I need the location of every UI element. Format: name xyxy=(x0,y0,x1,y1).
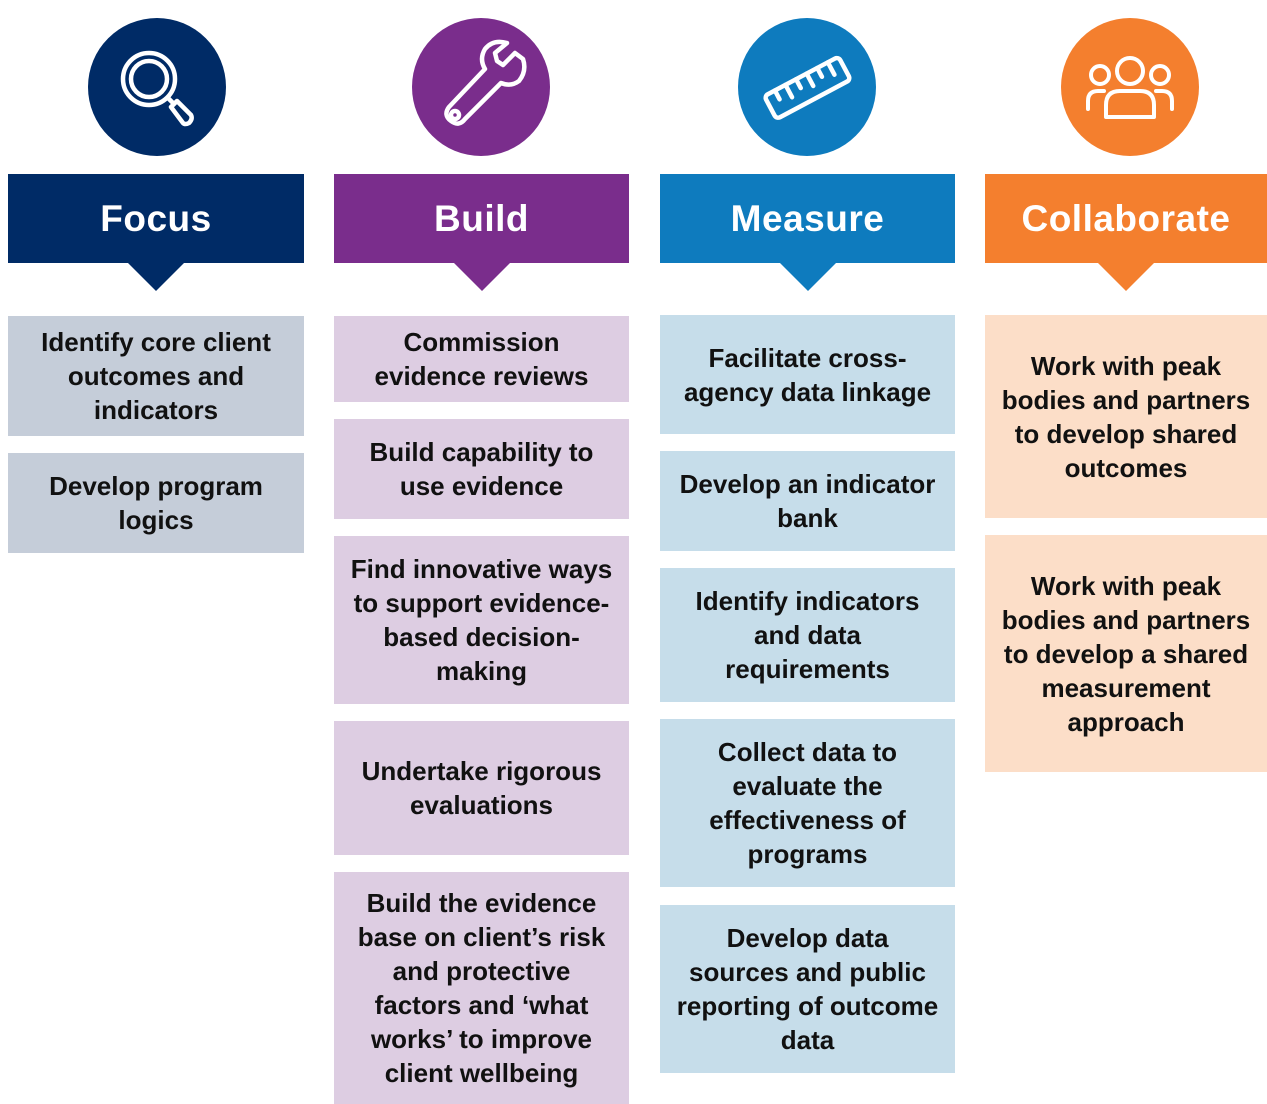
header-focus-title: Focus xyxy=(100,197,212,239)
focus-card-1-text: Identify core client outcomes and indica… xyxy=(41,327,271,425)
header-collaborate: Collaborate xyxy=(985,174,1267,291)
collaborate-card-1: Work with peak bodies and partners to de… xyxy=(985,315,1267,518)
measure-card-2-text: Develop an indicator bank xyxy=(679,469,936,533)
measure-card-4-text: Collect data to evaluate the effectivene… xyxy=(709,737,906,869)
column-build: Build Commission evidence reviews Build … xyxy=(334,0,629,1104)
focus-icon-circle xyxy=(88,18,226,156)
focus-card-2: Develop program logics xyxy=(8,453,304,553)
header-measure: Measure xyxy=(660,174,955,291)
build-card-3-text: Find innovative ways to support evidence… xyxy=(350,554,613,686)
build-card-5-text: Build the evidence base on client’s risk… xyxy=(357,888,606,1088)
people-group-icon xyxy=(1086,56,1174,119)
measure-card-5: Develop data sources and public reportin… xyxy=(660,905,955,1073)
build-card-4: Undertake rigorous evaluations xyxy=(334,721,629,855)
header-measure-pointer xyxy=(779,263,836,291)
focus-card-2-text: Develop program logics xyxy=(49,471,263,535)
build-card-1-text: Commission evidence reviews xyxy=(374,327,589,391)
column-focus: Focus Identify core client outcomes and … xyxy=(8,0,304,1104)
build-card-2: Build capability to use evidence xyxy=(334,419,629,519)
header-collaborate-title: Collaborate xyxy=(1021,197,1231,239)
measure-card-4: Collect data to evaluate the effectivene… xyxy=(660,719,955,887)
build-card-2-text: Build capability to use evidence xyxy=(369,437,594,501)
ruler-icon xyxy=(763,55,852,120)
measure-card-3-text: Identify indicators and data requirement… xyxy=(695,586,920,684)
build-icon-circle xyxy=(412,18,550,156)
header-collaborate-pointer xyxy=(1098,263,1154,291)
build-card-4-text: Undertake rigorous evaluations xyxy=(361,756,602,820)
column-collaborate: Collaborate Work with peak bodies and pa… xyxy=(985,0,1267,1104)
wrench-icon xyxy=(444,39,527,126)
build-card-1: Commission evidence reviews xyxy=(334,316,629,402)
collaborate-icon-circle xyxy=(1061,18,1199,156)
header-focus: Focus xyxy=(8,174,304,291)
header-build-title: Build xyxy=(434,197,529,239)
measure-icon-circle xyxy=(738,18,876,156)
header-measure-title: Measure xyxy=(730,197,885,239)
collaborate-card-1-text: Work with peak bodies and partners to de… xyxy=(1001,350,1251,483)
measure-card-1-text: Facilitate cross-agency data linkage xyxy=(683,342,932,407)
measure-card-2: Develop an indicator bank xyxy=(660,451,955,551)
collaborate-card-2-text: Work with peak bodies and partners to de… xyxy=(1001,570,1251,737)
build-card-5: Build the evidence base on client’s risk… xyxy=(334,872,629,1104)
collaborate-card-2: Work with peak bodies and partners to de… xyxy=(985,535,1267,772)
focus-card-1: Identify core client outcomes and indica… xyxy=(8,316,304,436)
measure-card-3: Identify indicators and data requirement… xyxy=(660,568,955,702)
header-focus-pointer xyxy=(128,263,184,291)
header-build: Build xyxy=(334,174,629,291)
build-card-3: Find innovative ways to support evidence… xyxy=(334,536,629,704)
magnifying-glass-icon xyxy=(120,50,194,127)
column-measure: Measure Facilitate cross-agency data lin… xyxy=(660,0,955,1104)
measure-card-1: Facilitate cross-agency data linkage xyxy=(660,315,955,434)
measure-card-5-text: Develop data sources and public reportin… xyxy=(676,923,939,1055)
header-build-pointer xyxy=(453,263,510,291)
